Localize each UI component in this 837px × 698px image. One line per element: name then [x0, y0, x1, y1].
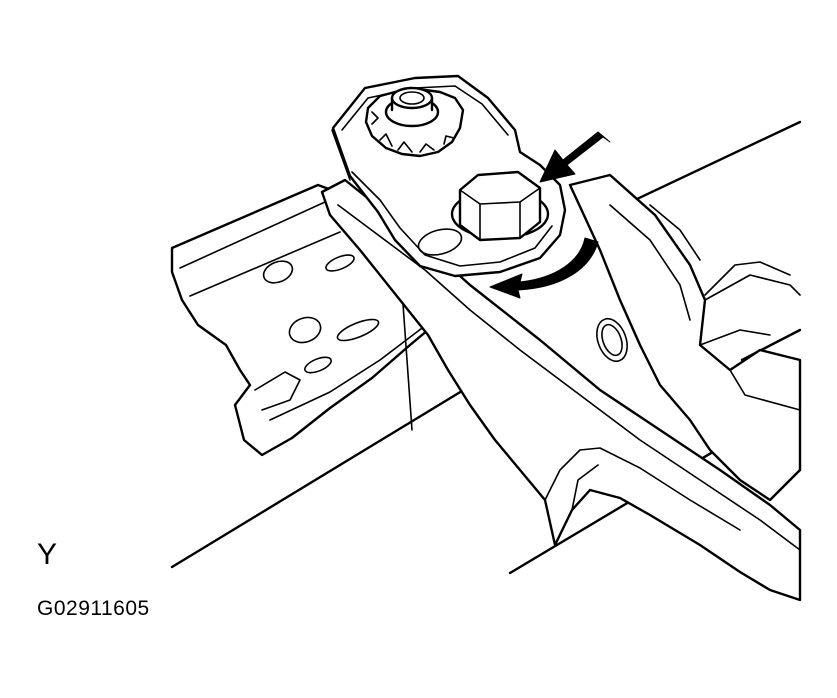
hex-bolt — [450, 170, 550, 242]
support-arm — [320, 178, 802, 602]
rear-nut — [364, 86, 465, 158]
push-arrow-icon — [539, 131, 611, 183]
curved-rotation-arrow-icon — [489, 237, 599, 299]
figure-code: G02911605 — [37, 597, 150, 620]
view-label: Y — [37, 538, 58, 571]
right-bracket — [568, 173, 802, 502]
